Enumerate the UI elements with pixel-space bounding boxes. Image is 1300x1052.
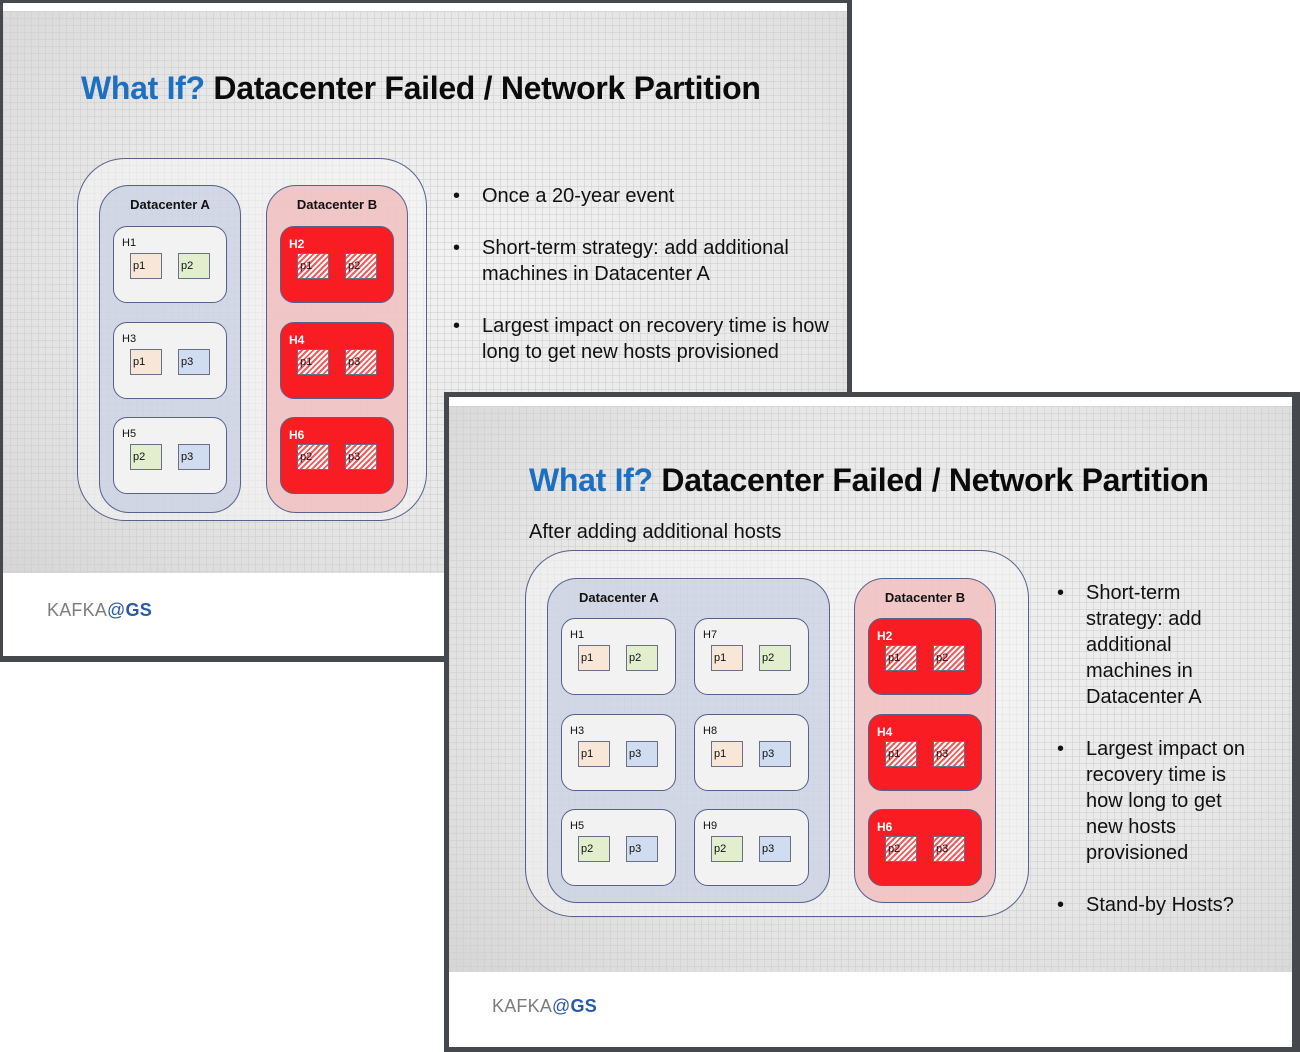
partition-block: p3: [178, 349, 210, 375]
datacenter-label: Datacenter A: [130, 197, 210, 212]
datacenter-b: Datacenter B H2 p1 p2 H4 p1 p3 H6 p2 p3: [854, 578, 996, 903]
partition-block-unavailable: p2: [933, 645, 965, 671]
host-label: H5: [122, 428, 137, 440]
partition-block: p1: [711, 741, 743, 767]
partition-block-unavailable: p3: [933, 741, 965, 767]
partition-block-unavailable: p2: [345, 253, 377, 279]
failed-host-card: H6 p2 p3: [868, 809, 982, 886]
partition-block: p3: [626, 741, 658, 767]
host-label: H6: [289, 428, 305, 442]
host-label: H8: [703, 725, 718, 737]
host-label: H9: [703, 820, 718, 832]
bullet-item: •Largest impact on recovery time is how …: [453, 315, 829, 363]
datacenter-b: Datacenter B H2 p1 p2 H4 p1 p3 H6 p2 p3: [266, 185, 408, 513]
host-label: H6: [877, 820, 893, 834]
host-card: H5 p2 p3: [561, 809, 676, 886]
host-label: H5: [570, 820, 585, 832]
bullet-item: •Short-term strategy: add additional mac…: [453, 237, 789, 285]
host-card: H8 p1 p3: [694, 714, 809, 791]
bullet-icon: •: [453, 315, 461, 337]
bullet-icon: •: [453, 237, 461, 259]
slide-canvas: What If? Datacenter Failed / Network Par…: [449, 406, 1292, 972]
host-card: H9 p2 p3: [694, 809, 809, 886]
bullet-icon: •: [1057, 582, 1065, 604]
host-label: H2: [289, 237, 305, 251]
failed-host-card: H4 p1 p3: [280, 322, 394, 399]
bullet-item: •Short-term strategy: add additional mac…: [1057, 582, 1202, 708]
bullet-item: •Once a 20-year event: [453, 185, 675, 207]
datacenter-a: Datacenter A H1 p1 p2 H7 p1 p2 H3 p1 p3: [547, 578, 830, 903]
title-accent: What If?: [529, 462, 653, 498]
slide-subtitle: After adding additional hosts: [529, 521, 782, 543]
partition-block: p1: [130, 253, 162, 279]
partition-block: p3: [626, 836, 658, 862]
host-label: H3: [570, 725, 585, 737]
datacenter-label: Datacenter B: [296, 197, 378, 212]
partition-block: p2: [711, 836, 743, 862]
datacenter-label: Datacenter B: [884, 590, 966, 605]
bullet-item: •Stand-by Hosts?: [1057, 894, 1234, 916]
partition-block: p3: [759, 836, 791, 862]
cluster-boundary: Datacenter A H1 p1 p2 H3 p1 p3 H5 p2 p3: [77, 158, 427, 521]
partition-block: p1: [130, 349, 162, 375]
host-label: H4: [289, 333, 305, 347]
failed-host-card: H4 p1 p3: [868, 714, 982, 791]
slide-2[interactable]: What If? Datacenter Failed / Network Par…: [444, 392, 1300, 1052]
slide-title: What If? Datacenter Failed / Network Par…: [81, 70, 761, 107]
partition-block-unavailable: p1: [885, 645, 917, 671]
slide-title: What If? Datacenter Failed / Network Par…: [529, 462, 1209, 499]
host-label: H3: [122, 333, 137, 345]
partition-block-unavailable: p3: [933, 836, 965, 862]
title-main: Datacenter Failed / Network Partition: [213, 70, 761, 106]
bullet-item: •Largest impact on recovery time is how …: [1057, 738, 1245, 864]
partition-block: p2: [626, 645, 658, 671]
host-card: H7 p1 p2: [694, 618, 809, 695]
partition-block-unavailable: p1: [297, 253, 329, 279]
title-accent: What If?: [81, 70, 205, 106]
failed-host-card: H6 p2 p3: [280, 417, 394, 494]
partition-block: p2: [578, 836, 610, 862]
partition-block-unavailable: p1: [885, 741, 917, 767]
bullet-list: •Once a 20-year event •Short-term strate…: [453, 183, 833, 391]
host-card: H5 p2 p3: [113, 417, 227, 494]
bullet-icon: •: [1057, 738, 1065, 760]
bullet-icon: •: [1057, 894, 1065, 916]
partition-block-unavailable: p3: [345, 349, 377, 375]
partition-block-unavailable: p2: [885, 836, 917, 862]
host-label: H1: [122, 237, 137, 249]
host-label: H2: [877, 629, 893, 643]
host-card: H3 p1 p3: [113, 322, 227, 399]
cluster-boundary: Datacenter A H1 p1 p2 H7 p1 p2 H3 p1 p3: [525, 550, 1029, 917]
failed-host-card: H2 p1 p2: [280, 226, 394, 303]
host-label: H7: [703, 629, 718, 641]
partition-block-unavailable: p1: [297, 349, 329, 375]
footer-logo: KAFKA@GS: [47, 600, 152, 620]
bullet-icon: •: [453, 185, 461, 207]
partition-block: p1: [578, 645, 610, 671]
host-label: H4: [877, 725, 893, 739]
host-label: H1: [570, 629, 585, 641]
partition-block: p1: [711, 645, 743, 671]
title-main: Datacenter Failed / Network Partition: [661, 462, 1209, 498]
partition-block: p2: [759, 645, 791, 671]
partition-block-unavailable: p2: [297, 444, 329, 470]
partition-block: p2: [178, 253, 210, 279]
host-card: H1 p1 p2: [113, 226, 227, 303]
datacenter-a: Datacenter A H1 p1 p2 H3 p1 p3 H5 p2 p3: [99, 185, 241, 513]
bullet-list: •Short-term strategy: add additional mac…: [1057, 580, 1257, 944]
host-card: H1 p1 p2: [561, 618, 676, 695]
partition-block: p3: [759, 741, 791, 767]
footer-logo: KAFKA@GS: [492, 996, 597, 1016]
host-card: H3 p1 p3: [561, 714, 676, 791]
failed-host-card: H2 p1 p2: [868, 618, 982, 695]
datacenter-label: Datacenter A: [579, 590, 659, 605]
partition-block: p2: [130, 444, 162, 470]
partition-block-unavailable: p3: [345, 444, 377, 470]
partition-block: p3: [178, 444, 210, 470]
partition-block: p1: [578, 741, 610, 767]
